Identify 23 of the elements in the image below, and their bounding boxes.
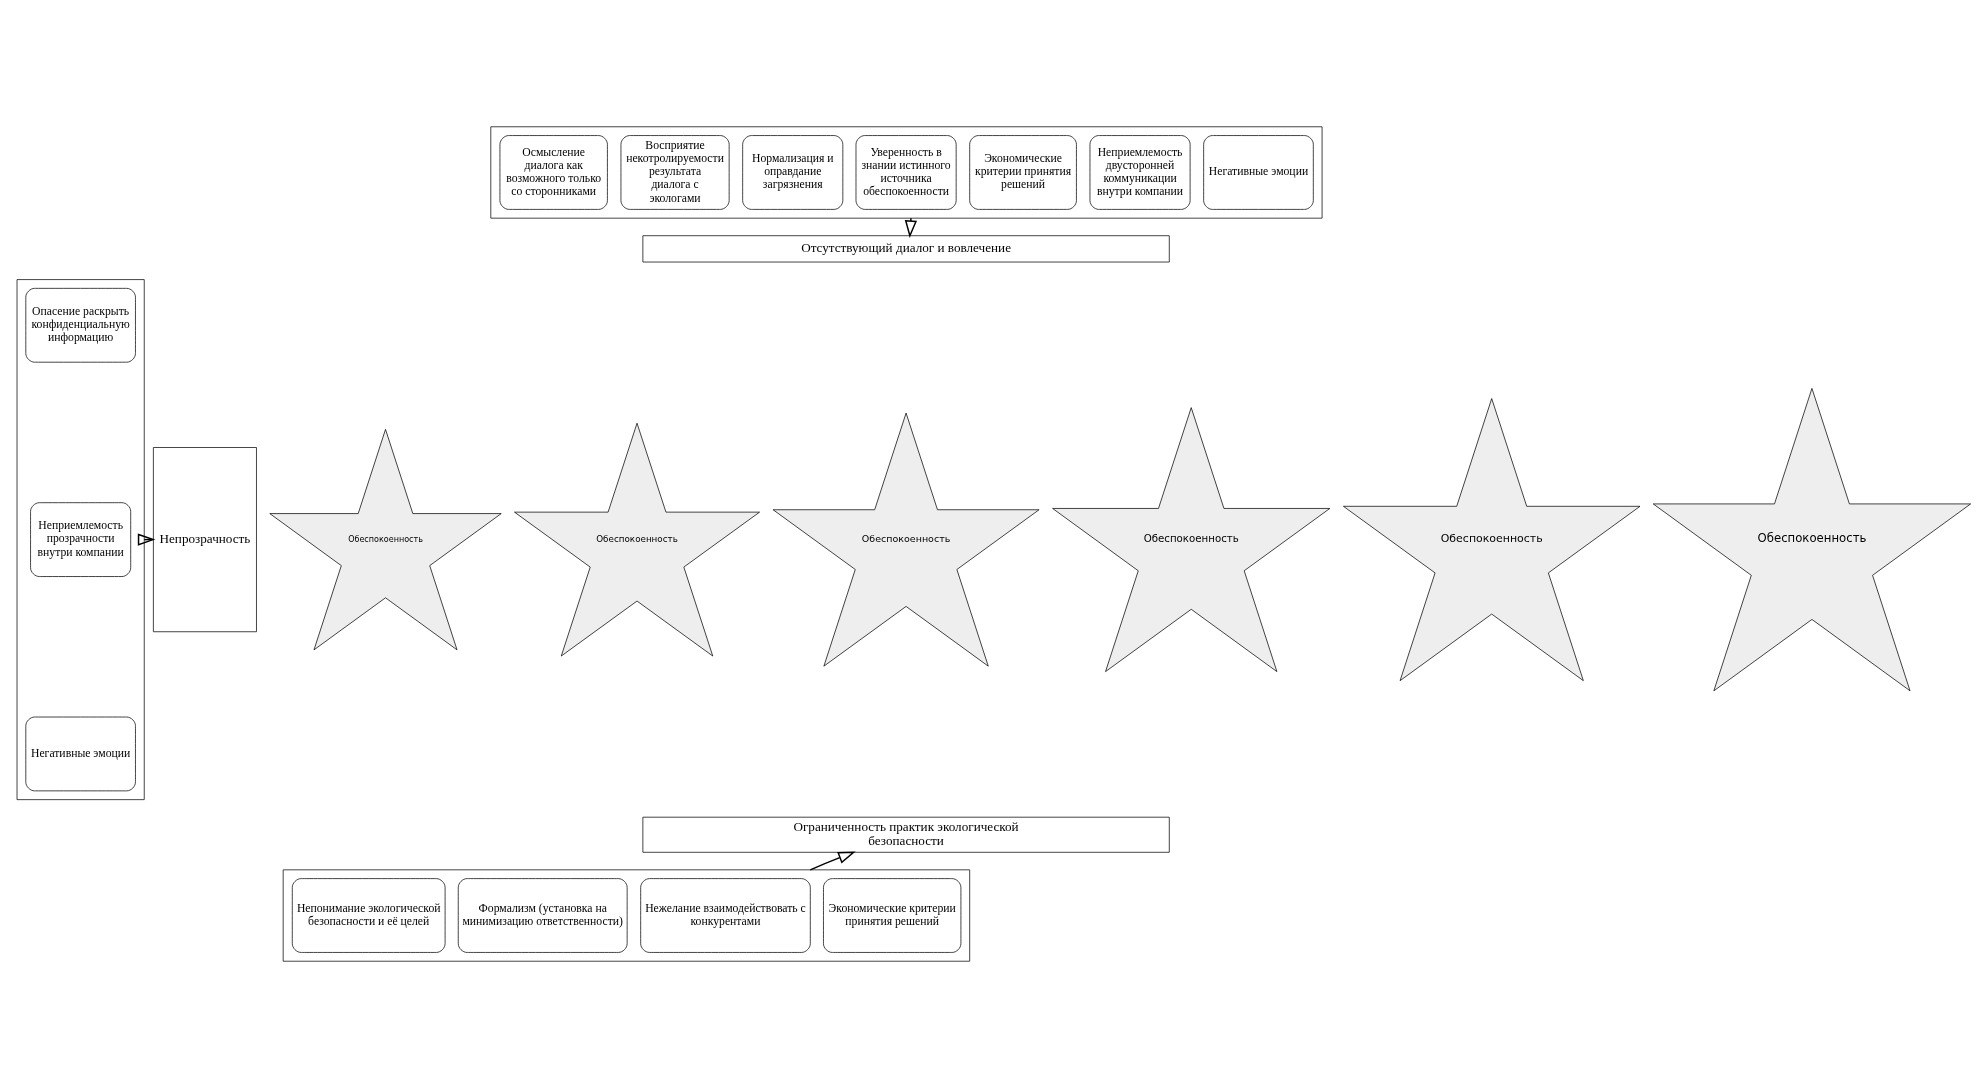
node-box: Осмысление диалога как возможного только со сторонниками bbox=[499, 134, 608, 210]
node-box: Непонимание экологической безопасности и её целей bbox=[291, 877, 446, 953]
node-box: Опасение раскрыть конфиденциальную информацию bbox=[25, 287, 136, 363]
node-box: Формализм (установка на минимизацию ответственности) bbox=[457, 877, 628, 953]
node-box: Ограниченность практик экологической безопасности bbox=[642, 816, 1170, 853]
node-box: Уверенность в знании истинного источника обеспокоенности bbox=[855, 134, 957, 210]
node-box: Непрозрачность bbox=[153, 446, 257, 632]
cluster bbox=[282, 868, 971, 962]
arrow bbox=[904, 216, 917, 238]
node-box: Экономические критерии принятия решений bbox=[823, 877, 962, 953]
node-box: Неприемлемость двусторонней коммуникации внутри компании bbox=[1089, 134, 1191, 210]
node-box: Нормализация и оправдание загрязнения bbox=[742, 134, 844, 210]
node-box: Негативные эмоции bbox=[25, 716, 136, 791]
cluster bbox=[490, 125, 1323, 219]
node-box: Экономические критерии принятия решений bbox=[969, 134, 1077, 210]
node-box: Отсутствующий диалог и вовлечение bbox=[642, 234, 1170, 262]
node-box: Неприемлемость прозрачности внутри компании bbox=[30, 501, 132, 577]
arrow bbox=[809, 851, 856, 871]
arrow bbox=[137, 532, 156, 546]
node-box: Негативные эмоции bbox=[1203, 134, 1314, 210]
node-box: Восприятие некотролируемости результата диалога с экологами bbox=[620, 134, 730, 210]
node-box: Нежелание взаимодействовать с конкурентами bbox=[640, 877, 811, 953]
cluster bbox=[16, 278, 145, 800]
